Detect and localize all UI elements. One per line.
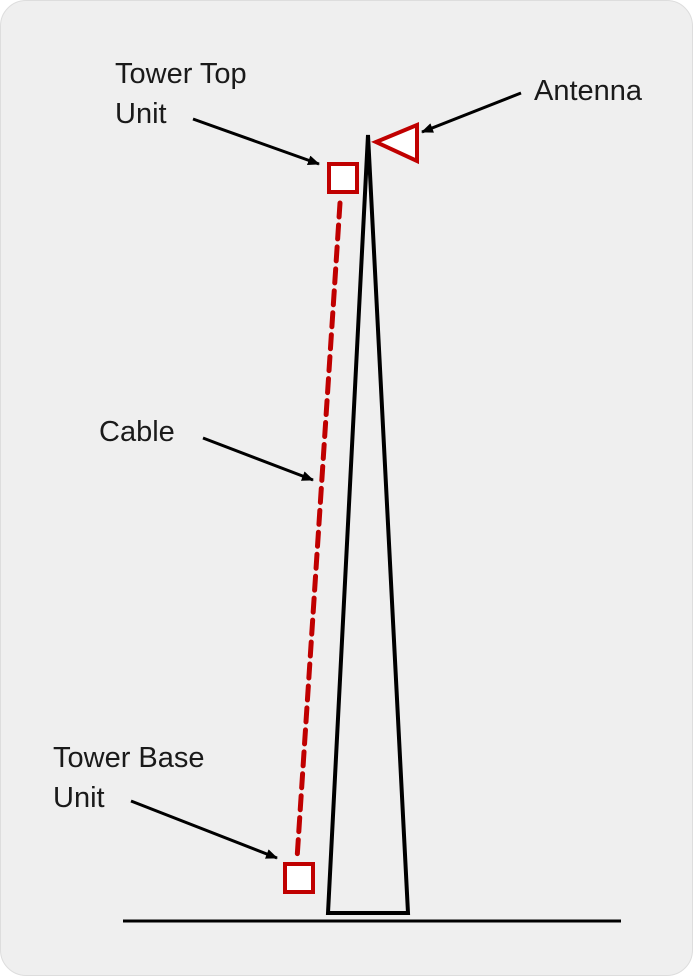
tower-top-unit-box bbox=[327, 162, 359, 194]
antenna-icon bbox=[371, 122, 419, 165]
cable-label: Cable bbox=[99, 416, 175, 448]
tower-shape bbox=[325, 134, 411, 915]
tower-top-unit-label-line-1: Tower Top bbox=[115, 58, 247, 90]
tower-top-unit-arrow bbox=[192, 117, 320, 166]
tower-top-unit-label-line-2: Unit bbox=[115, 98, 167, 130]
tower-base-unit-box bbox=[283, 862, 315, 894]
tower-top-unit-label: Tower Top Unit bbox=[115, 54, 247, 134]
cable-arrow bbox=[202, 436, 314, 482]
cable-line bbox=[294, 200, 343, 862]
tower-base-unit-label-line-2: Unit bbox=[53, 782, 105, 814]
antenna-label: Antenna bbox=[534, 75, 643, 107]
tower-base-unit-label: Tower Base Unit bbox=[53, 738, 205, 818]
tower-base-unit-arrow bbox=[130, 799, 278, 860]
tower-base-unit-label-line-1: Tower Base bbox=[53, 742, 205, 774]
antenna-arrow bbox=[421, 91, 522, 134]
